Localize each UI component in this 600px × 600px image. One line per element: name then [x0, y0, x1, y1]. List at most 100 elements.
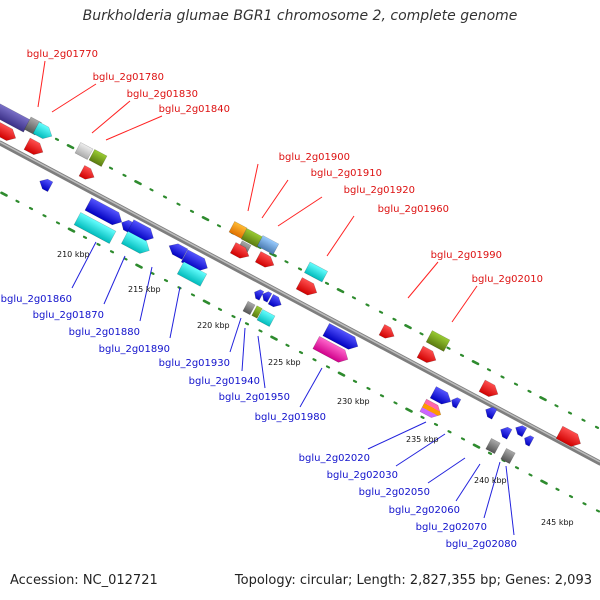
bottom-gene-label: bglu_2g01930 — [159, 358, 230, 369]
tick-mark — [337, 371, 346, 377]
bottom-leader-line — [483, 461, 501, 519]
kbp-label: 220 kbp — [197, 321, 230, 330]
tick-mark — [244, 322, 250, 326]
tick-mark — [540, 479, 548, 485]
tick-mark — [297, 267, 303, 271]
tick-mark — [582, 502, 587, 506]
top-gene-label: bglu_2g01900 — [279, 152, 350, 163]
bottom-leader-line — [103, 255, 126, 305]
bottom-gene-label: bglu_2g01980 — [255, 412, 326, 423]
bottom-leader-line — [505, 465, 515, 536]
tick-mark — [284, 260, 289, 264]
top-gene-label: bglu_2g01830 — [127, 89, 198, 100]
gene-feature — [295, 277, 318, 296]
tick-mark — [460, 437, 466, 441]
label-leaders — [37, 60, 515, 536]
bottom-gene-label: bglu_2g02020 — [299, 453, 370, 464]
gene-feature — [419, 398, 442, 418]
gene-feature — [322, 323, 359, 350]
gene-labels: bglu_2g01770 bglu_2g01780 bglu_2g01830bglu… — [1, 49, 543, 550]
gene-feature — [74, 142, 94, 160]
kbp-label: 210 kbp — [57, 250, 90, 259]
tick-mark — [190, 293, 196, 297]
tick-mark — [487, 451, 493, 455]
gene-feature — [256, 235, 280, 255]
top-gene-label: bglu_2g01920 — [344, 185, 415, 196]
top-leader-line — [247, 163, 259, 212]
tick-mark — [379, 394, 385, 398]
gene-feature — [168, 243, 189, 260]
tick-mark — [392, 317, 397, 321]
tick-mark — [513, 382, 519, 386]
tick-mark — [405, 407, 413, 413]
tick-mark — [135, 263, 143, 269]
kbp-label: 230 kbp — [337, 397, 370, 406]
bottom-leader-line — [455, 463, 481, 502]
tick-mark — [82, 235, 88, 239]
tick-mark — [433, 422, 439, 427]
gene-feature — [500, 448, 516, 464]
tick-mark — [202, 299, 211, 305]
top-gene-label: bglu_2g01990 — [431, 250, 502, 261]
gene-feature — [84, 197, 123, 226]
tick-mark — [269, 252, 277, 258]
bottom-leader-line — [299, 367, 323, 408]
gene-features — [0, 101, 581, 464]
top-gene-label: bglu_2g01840 — [159, 104, 230, 115]
tick-mark — [216, 224, 222, 228]
top-gene-label: bglu_2g01910 — [311, 168, 382, 179]
tick-mark — [527, 389, 532, 393]
gene-feature — [88, 149, 108, 167]
tick-mark — [66, 144, 75, 150]
gene-feature — [126, 219, 154, 242]
tick-mark — [312, 358, 317, 362]
tick-mark — [258, 329, 263, 333]
tick-mark — [217, 307, 223, 311]
tick-mark — [500, 375, 505, 379]
tick-mark — [162, 195, 168, 199]
tick-mark — [447, 430, 452, 434]
bottom-gene-label: bglu_2g01860 — [1, 294, 72, 305]
top-gene-label: bglu_2g01780 — [93, 72, 164, 83]
tick-mark — [393, 401, 398, 405]
tick-mark — [595, 509, 600, 513]
bottom-leader-line — [257, 335, 266, 389]
tick-mark — [366, 386, 371, 391]
top-gene-label: bglu_2g02010 — [472, 274, 543, 285]
gene-feature — [73, 212, 117, 244]
tick-mark — [108, 166, 114, 170]
gene-feature — [0, 101, 31, 133]
tick-mark — [270, 335, 278, 341]
kbp-label: 245 kbp — [541, 518, 574, 527]
tick-mark — [352, 379, 358, 383]
tick-mark — [471, 359, 480, 366]
tick-mark — [568, 494, 574, 499]
top-leader-line — [105, 115, 163, 141]
tick-mark — [150, 271, 155, 275]
tick-mark — [594, 425, 600, 429]
genome-summary-text: Topology: circular; Length: 2,827,355 bp… — [234, 573, 592, 588]
kbp-label: 215 kbp — [128, 285, 161, 294]
gene-feature — [121, 230, 150, 254]
top-leader-line — [37, 60, 46, 108]
top-gene-label: bglu_2g01770 — [27, 49, 98, 60]
bottom-leader-line — [229, 317, 242, 353]
gene-feature — [228, 221, 248, 239]
tick-mark — [257, 245, 262, 249]
tick-mark — [324, 281, 330, 285]
gene-feature — [256, 309, 276, 327]
tick-mark — [163, 278, 169, 283]
gene-feature — [478, 379, 499, 397]
bottom-leader-line — [367, 421, 427, 450]
gene-feature — [254, 251, 275, 268]
tick-mark — [201, 216, 210, 222]
gene-feature — [378, 324, 395, 339]
top-leader-line — [326, 215, 355, 257]
kbp-label: 240 kbp — [474, 476, 507, 485]
chromosome-backbone-highlight — [0, 141, 600, 463]
tick-mark — [109, 250, 115, 254]
tick-mark — [298, 350, 304, 355]
gene-feature — [176, 261, 208, 287]
